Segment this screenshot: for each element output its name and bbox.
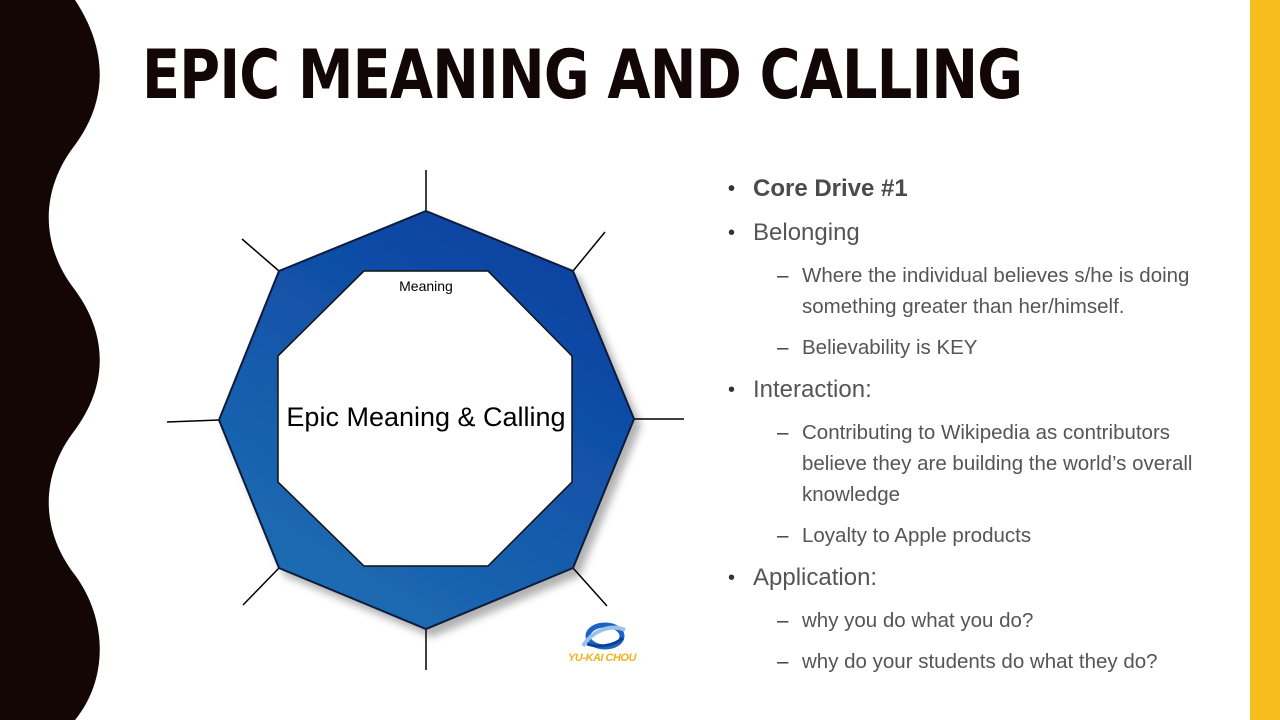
bullet-belonging: Belonging <box>728 216 1238 250</box>
bullet-interaction: Interaction: <box>728 373 1238 407</box>
sub-bullet-wikipedia: Contributing to Wikipedia as contributor… <box>728 417 1238 510</box>
yukai-chou-logo-icon <box>581 622 626 650</box>
sub-bullet-greater: Where the individual believes s/he is do… <box>728 260 1238 322</box>
right-accent-bar <box>1250 0 1280 720</box>
diagram-label-center: Epic Meaning & Calling <box>286 402 566 432</box>
sub-bullet-believability: Believability is KEY <box>728 332 1238 363</box>
diagram-label-meaning: Meaning <box>399 278 453 294</box>
slide-title: EPIC MEANING AND CALLING <box>142 36 1023 115</box>
bullet-core-drive: Core Drive #1 <box>728 172 1238 206</box>
logo-text: YU-KAI CHOU <box>568 652 636 664</box>
sub-bullet-apple: Loyalty to Apple products <box>728 520 1238 551</box>
inner-octagon <box>277 270 573 567</box>
bullet-application: Application: <box>728 561 1238 595</box>
octagon-diagram <box>166 170 684 670</box>
spoke-lines <box>166 170 684 670</box>
sub-bullet-why-students: why do your students do what they do? <box>728 646 1238 677</box>
left-wave-border <box>0 0 100 720</box>
sub-bullet-why-you: why you do what you do? <box>728 605 1238 636</box>
bullet-list: Core Drive #1 Belonging Where the indivi… <box>728 172 1238 687</box>
